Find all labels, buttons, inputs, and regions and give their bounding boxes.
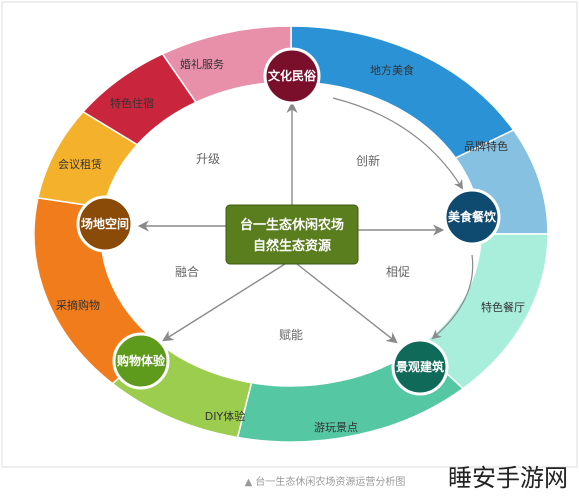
ring-label-feature-lodging: 特色住宿 [110,96,154,110]
node-landscape: 景观建筑 [391,338,449,396]
node-space-circle [76,195,134,253]
node-shopping-circle [112,332,170,390]
node-landscape-circle [391,338,449,396]
center-title: 台一生态休闲农场 [240,217,344,233]
spoke-label-empower: 赋能 [279,328,303,342]
ring-label-local-food: 地方美食 [370,63,414,77]
node-food-circle [443,188,501,246]
node-culture-circle [263,47,321,105]
ring-label-picking-shopping: 采摘购物 [56,298,100,312]
watermark-text: 睡安手游网 [448,464,568,492]
ring-label-meeting-rental: 会议租赁 [58,157,102,171]
ring-label-wedding-service: 婚礼服务 [180,57,224,71]
node-space: 场地空间 [76,195,134,253]
ring-label-scenic-spots: 游玩景点 [314,421,358,434]
center-box: 台一生态休闲农场 自然生态资源 [225,204,359,265]
node-shopping: 购物体验 [112,332,170,390]
arc-arrow-food-to-landscape [431,254,474,340]
node-culture: 文化民俗 [263,47,321,105]
node-landscape-label: 景观建筑 [396,359,444,374]
node-food-label: 美食餐饮 [448,209,497,224]
spoke-label-upgrade: 升级 [196,152,220,166]
center-subtitle: 自然生态资源 [253,238,331,254]
spoke-arrow-shopping [162,263,286,342]
node-space-label: 场地空间 [81,216,129,231]
spoke-label-innovate: 创新 [356,153,380,168]
ring-label-feature-restaurant: 特色餐厅 [481,300,525,314]
ring-label-brand-feature: 品牌特色 [464,139,508,153]
spoke-label-integrate: 融合 [175,264,199,279]
node-culture-label: 文化民俗 [268,68,317,83]
node-shopping-label: 购物体验 [117,353,166,368]
spoke-arrow-landscape [296,263,398,344]
node-food: 美食餐饮 [443,188,501,246]
figure-caption: ▲ 台一生态休闲农场资源运营分析图 [245,475,406,488]
ring-segment-wedding-service [161,25,292,104]
ring-label-diy-experience: DIY体验 [205,409,245,423]
arc-arrow-culture-to-food [332,97,464,190]
spoke-label-promote: 相促 [386,265,410,279]
center-box-rect [225,204,359,265]
